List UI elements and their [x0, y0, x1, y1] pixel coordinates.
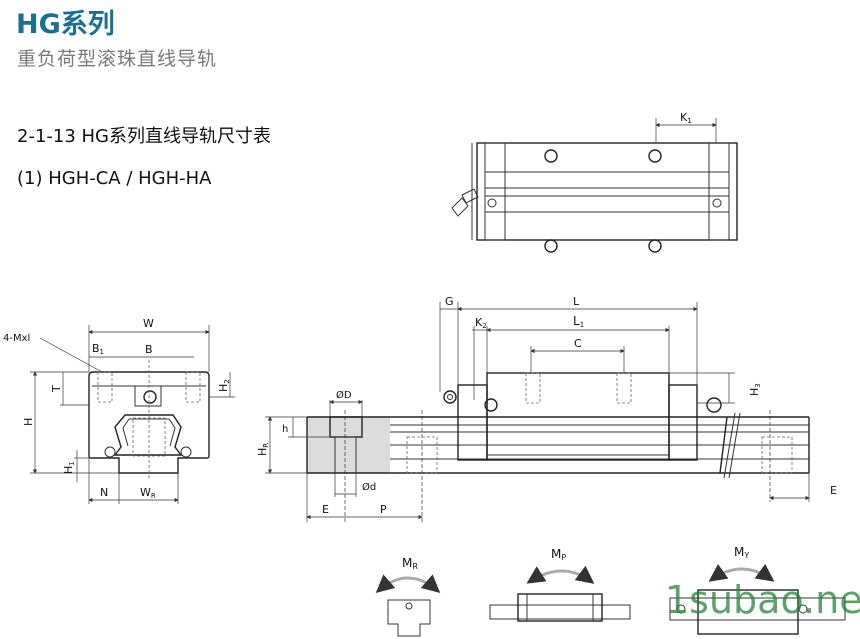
dim-g: G — [445, 295, 454, 308]
dim-l: L — [573, 295, 580, 308]
side-view: G L K2 L1 C H3 ØD Ød h HR E P E — [256, 295, 837, 522]
label-mp: MP — [551, 547, 566, 562]
section-title: 2-1-13 HG系列直线导轨尺寸表 — [17, 126, 272, 147]
rotation-arrow-icon — [375, 574, 441, 593]
moment-my: MY — [669, 545, 846, 635]
rail-section — [307, 417, 390, 473]
grease-nipple-icon — [443, 390, 457, 404]
dim-h: H — [22, 418, 35, 426]
model-title: (1) HGH-CA / HGH-HA — [17, 168, 212, 189]
dim-od: ØD — [336, 389, 352, 401]
top-view: K1 — [451, 111, 738, 253]
watermark: 1subao.net — [665, 578, 860, 622]
dim-h3: H3 — [748, 383, 762, 396]
dim-b: B — [145, 343, 153, 356]
dim-l1: L1 — [573, 314, 584, 329]
dim-w: W — [143, 317, 154, 330]
dim-k2: K2 — [475, 316, 487, 330]
dim-wr: WR — [140, 486, 156, 500]
dim-t: T — [50, 385, 63, 393]
page-title: HG系列 — [16, 9, 115, 40]
dim-hr: HR — [256, 443, 270, 456]
dim-p: P — [380, 503, 387, 516]
dim-h1: H1 — [62, 461, 76, 474]
dim-n: N — [100, 486, 108, 499]
label-my: MY — [734, 545, 749, 560]
dim-e-right: E — [830, 484, 837, 497]
dim-h-small: h — [282, 424, 288, 435]
page-subtitle: 重负荷型滚珠直线导轨 — [17, 48, 218, 70]
moment-mr: MR — [375, 556, 441, 637]
thread-label: 4-Mxl — [3, 333, 30, 344]
rotation-arrow-icon — [708, 563, 775, 582]
moment-mp: MP — [489, 547, 631, 622]
grease-nipple-icon — [451, 188, 479, 217]
dim-b1: B1 — [92, 342, 104, 356]
dim-h2: H2 — [217, 379, 231, 392]
dim-k1: K1 — [680, 111, 692, 125]
label-mr: MR — [402, 556, 418, 571]
dim-small-d: Ød — [362, 481, 376, 493]
end-view: W B1 B 4-Mxl H T H2 H1 N WR — [3, 317, 235, 504]
dim-c: C — [574, 337, 582, 350]
dim-e-left: E — [322, 503, 329, 516]
rotation-arrow-icon — [526, 565, 595, 584]
